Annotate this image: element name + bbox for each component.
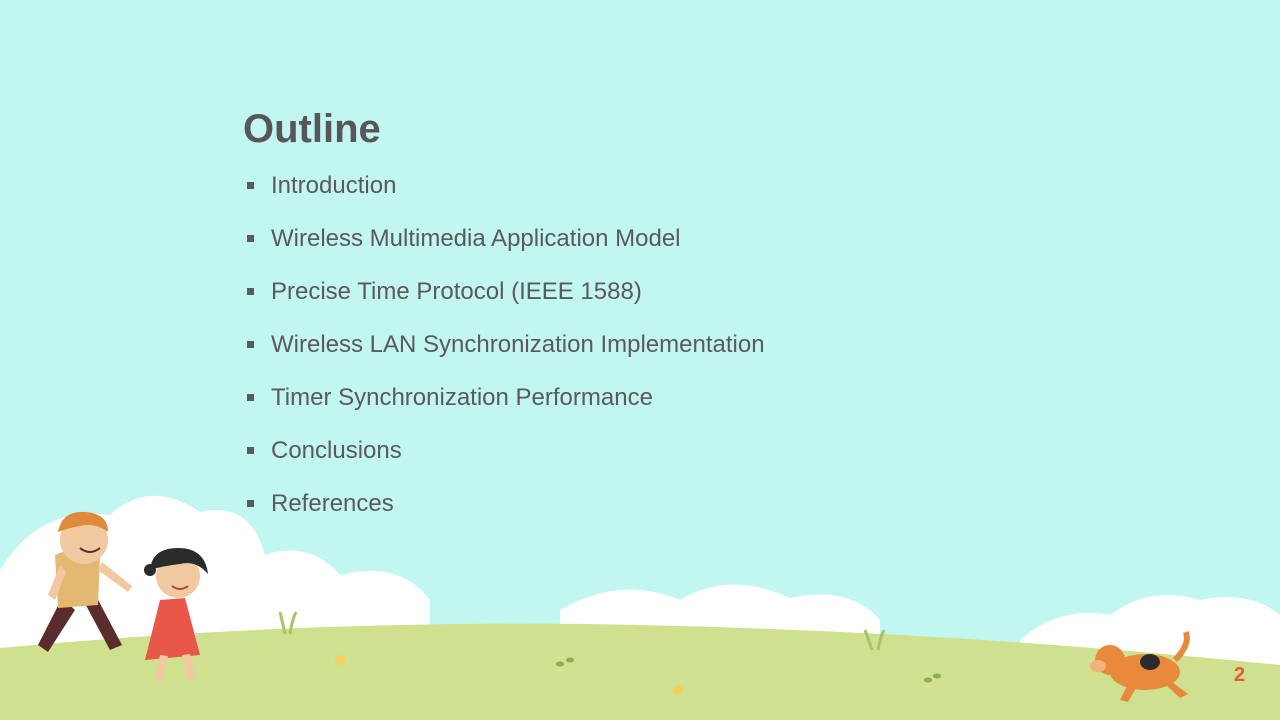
square-bullet-icon	[247, 500, 254, 507]
square-bullet-icon	[247, 235, 254, 242]
page-number: 2	[1234, 664, 1246, 686]
outline-item: Conclusions	[247, 433, 765, 486]
square-bullet-icon	[247, 447, 254, 454]
outline-item-label: Conclusions	[271, 437, 402, 464]
square-bullet-icon	[247, 341, 254, 348]
slide-title: Outline	[243, 107, 381, 151]
outline-item: Precise Time Protocol (IEEE 1588)	[247, 274, 765, 327]
outline-item: Introduction	[247, 168, 765, 221]
square-bullet-icon	[247, 182, 254, 189]
outline-item-label: Timer Synchronization Performance	[271, 384, 653, 411]
leaf-sprigs	[556, 657, 941, 683]
outline-item: Wireless LAN Synchronization Implementat…	[247, 327, 765, 380]
flower-icon	[335, 655, 683, 695]
outline-item: References	[247, 486, 765, 539]
dog-illustration	[1090, 631, 1190, 702]
grass-tufts	[278, 611, 886, 651]
outline-list: Introduction Wireless Multimedia Applica…	[247, 168, 765, 539]
outline-item-label: Precise Time Protocol (IEEE 1588)	[271, 278, 642, 305]
outline-item: Wireless Multimedia Application Model	[247, 221, 765, 274]
outline-item-label: Wireless Multimedia Application Model	[271, 225, 681, 252]
girl-illustration	[144, 548, 208, 682]
grass-hill	[0, 623, 1280, 720]
square-bullet-icon	[247, 394, 254, 401]
outline-item-label: References	[271, 490, 394, 517]
boy-illustration	[38, 511, 132, 652]
outline-item-label: Wireless LAN Synchronization Implementat…	[271, 331, 765, 358]
square-bullet-icon	[247, 288, 254, 295]
outline-item-label: Introduction	[271, 172, 397, 199]
outline-item: Timer Synchronization Performance	[247, 380, 765, 433]
